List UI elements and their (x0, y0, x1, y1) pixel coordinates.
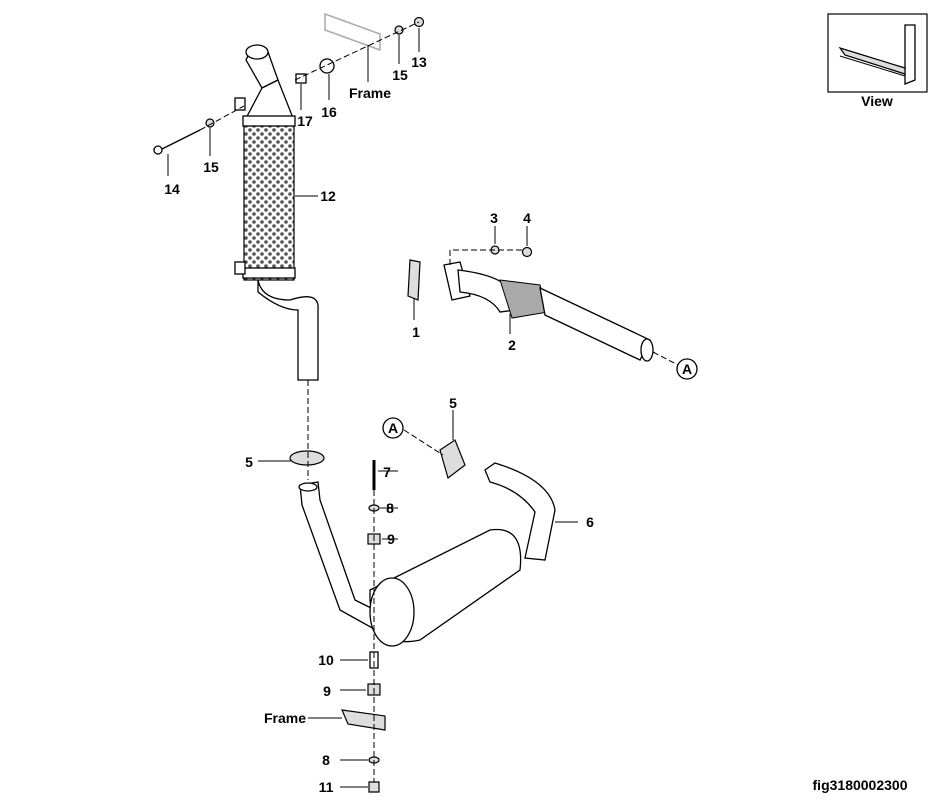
view-label: View (861, 93, 893, 109)
callout-15: 15 (392, 67, 408, 83)
callout-13: 13 (411, 54, 427, 70)
callout-6: 6 (586, 514, 594, 530)
view-inset: View (827, 13, 928, 109)
callout-8: 8 (322, 752, 330, 768)
gaskets-5 (289, 380, 466, 480)
mount-hardware (341, 460, 386, 793)
reference-a-label: A (682, 361, 692, 377)
callout-16: 16 (321, 104, 337, 120)
tailpipe-muffler-12 (234, 44, 319, 381)
callout-17: 17 (297, 113, 313, 129)
callout-3: 3 (490, 210, 498, 226)
callouts: 13 15 Frame 16 17 14 15 12 3 4 1 2 A 5 A… (164, 54, 692, 795)
callout-15: 15 (203, 159, 219, 175)
callout-14: 14 (164, 181, 180, 197)
callout-8: 8 (386, 500, 394, 516)
callout-9: 9 (323, 683, 331, 699)
callout-5: 5 (449, 395, 457, 411)
callout-10: 10 (318, 652, 334, 668)
muffler-pipe-6 (298, 462, 556, 647)
callout-1: 1 (412, 324, 420, 340)
callout-11: 11 (319, 779, 334, 795)
callout-9: 9 (387, 531, 395, 547)
callout-4: 4 (523, 210, 531, 226)
callout-frame: Frame (264, 710, 306, 726)
reference-a-label: A (388, 420, 398, 436)
figure-id: fig3180002300 (813, 777, 908, 793)
front-pipe-2 (407, 245, 679, 366)
callout-2: 2 (508, 337, 516, 353)
callout-7: 7 (383, 464, 391, 480)
reference-circle-a (382, 417, 404, 439)
leader-lines (167, 28, 578, 788)
callout-frame: Frame (349, 85, 391, 101)
callout-5: 5 (245, 454, 253, 470)
callout-12: 12 (320, 188, 336, 204)
reference-circle-a (676, 358, 698, 380)
top-hardware (153, 12, 425, 155)
